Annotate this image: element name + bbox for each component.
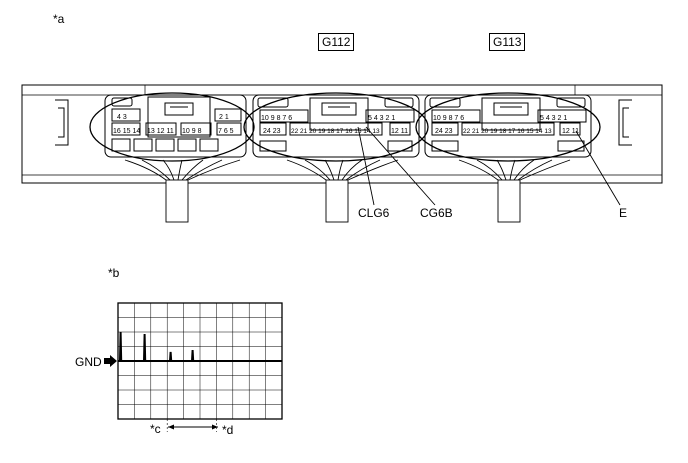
left-connector: [104, 94, 247, 158]
g113-connector-ring: [415, 92, 601, 162]
scale-label-d: *d: [222, 423, 234, 437]
pin-row: 22 21 20 19 18 17 16 15 14 13: [291, 128, 380, 135]
callout-clg6: CLG6: [358, 206, 390, 220]
pin-row: 13 12 11: [147, 128, 174, 135]
pin-row: 22 21 20 19 18 17 16 15 14 13: [463, 128, 552, 135]
gnd-label: GND: [75, 355, 102, 369]
oscilloscope-screen: [104, 302, 283, 432]
g113-connector: [424, 94, 592, 158]
g112-connector: [252, 94, 420, 158]
pin-row: 10 9 8 7 6: [261, 115, 292, 122]
pin-row: 12 11: [391, 128, 408, 135]
connector-label-g112: G112: [318, 33, 355, 51]
pin-row: 24 23: [263, 128, 281, 135]
pin-row: 4 3: [117, 114, 127, 121]
pin-row: 5 4 3 2 1: [368, 115, 395, 122]
pin-row: 5 4 3 2 1: [540, 115, 567, 122]
pin-row: 12 11: [562, 128, 579, 135]
pin-row: 2 1: [219, 114, 229, 121]
left-connector-ring: [89, 92, 255, 162]
pin-row: 10 9 8 7 6: [433, 115, 464, 122]
pin-row: 16 15 14: [113, 128, 140, 135]
connector-label-g113: G113: [489, 33, 526, 51]
g112-connector-ring: [243, 92, 429, 162]
signal-trace: [118, 331, 282, 362]
callout-cg6b: CG6B: [420, 206, 453, 220]
wire-harnesses: [124, 159, 571, 223]
callout-e: E: [619, 206, 628, 220]
pin-row: 7 6 5: [218, 128, 234, 135]
scale-label-c: *c: [150, 422, 161, 436]
gnd-arrow-icon: [104, 355, 117, 367]
pin-row: 10 9 8: [182, 128, 202, 135]
view-label-a: *a: [53, 12, 65, 26]
pin-row: 24 23: [435, 128, 453, 135]
view-label-b: *b: [108, 266, 120, 280]
